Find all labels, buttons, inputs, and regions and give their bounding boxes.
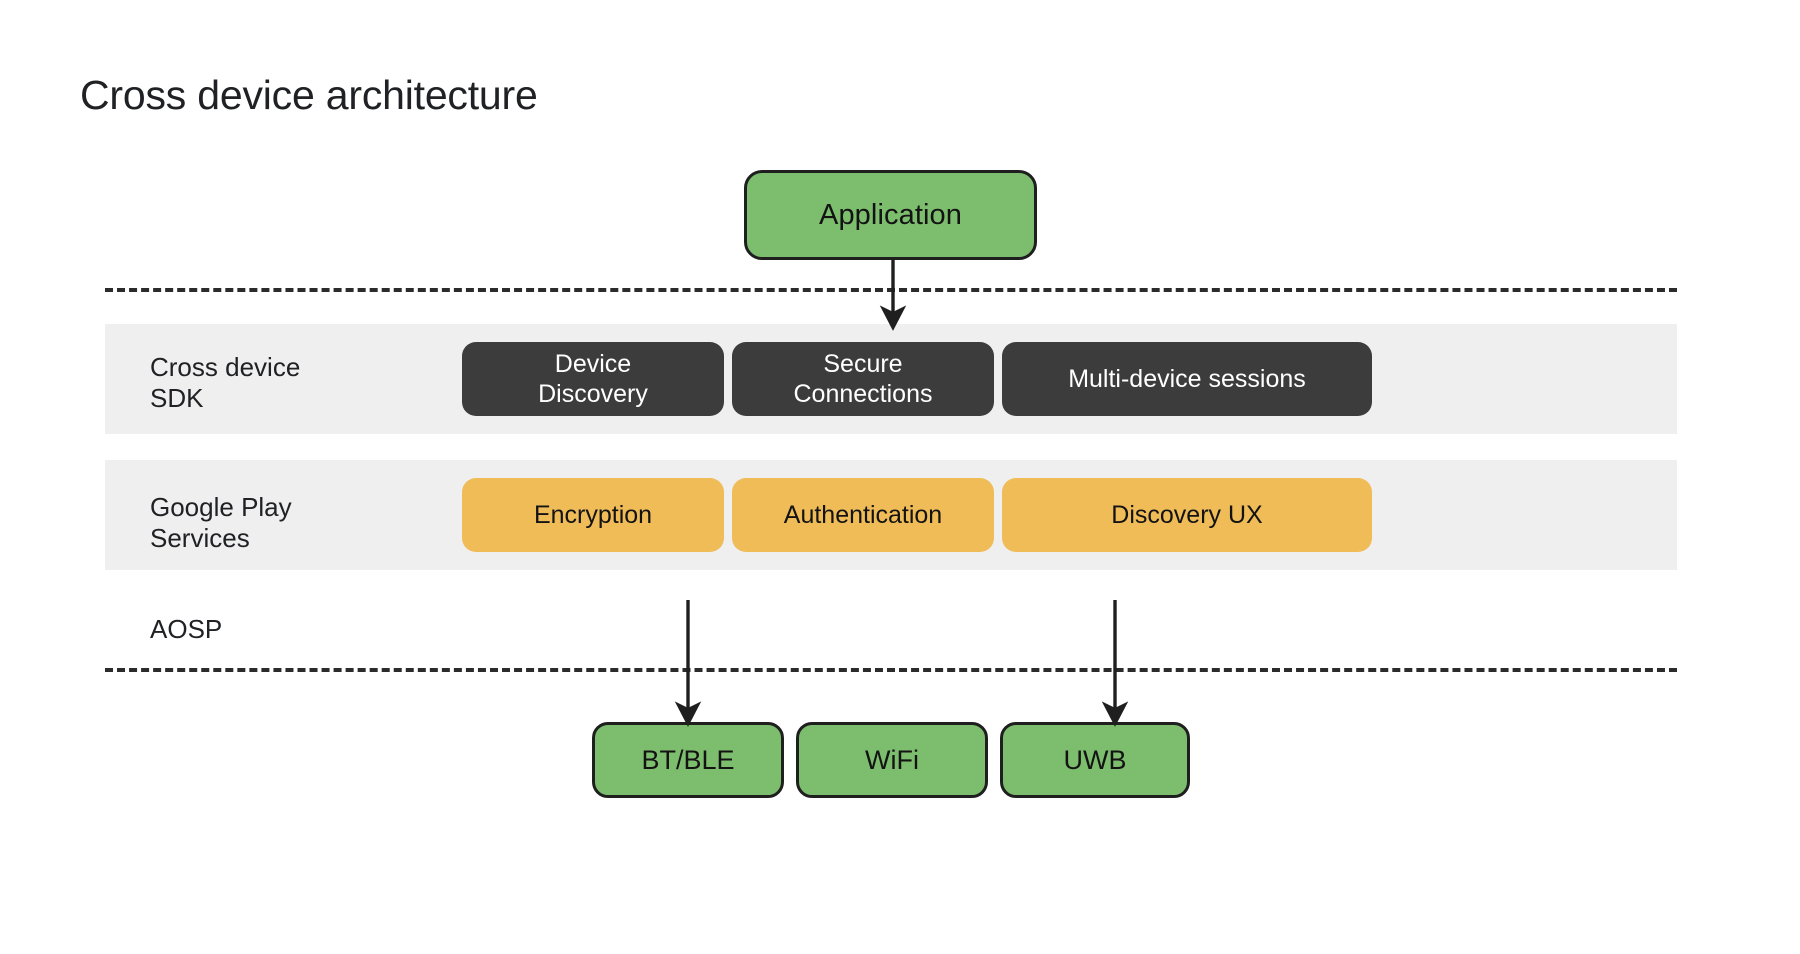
layer-label-aosp: AOSP xyxy=(150,614,223,644)
chip-authentication[interactable]: Authentication xyxy=(732,478,994,552)
node-bt-ble-label: BT/BLE xyxy=(641,744,735,775)
chip-secure-connections-label: Secure Connections xyxy=(793,350,933,408)
layer-label-cross-device-sdk: Cross device SDK xyxy=(150,352,301,413)
chip-row-cross-device-sdk: Device Discovery Secure Connections Mult… xyxy=(462,342,1372,416)
node-wifi-label: WiFi xyxy=(865,744,919,775)
layer-label-google-play-services: Google Play Services xyxy=(150,492,292,553)
chip-authentication-label: Authentication xyxy=(783,501,943,529)
page-title: Cross device architecture xyxy=(80,72,538,118)
dashed-divider-top xyxy=(105,288,1677,292)
radio-node-row: BT/BLE WiFi UWB xyxy=(592,722,1190,798)
node-uwb[interactable]: UWB xyxy=(1000,722,1190,798)
node-application-label: Application xyxy=(819,198,962,231)
chip-device-discovery[interactable]: Device Discovery xyxy=(462,342,724,416)
node-bt-ble[interactable]: BT/BLE xyxy=(592,722,784,798)
chip-secure-connections[interactable]: Secure Connections xyxy=(732,342,994,416)
dashed-divider-bottom xyxy=(105,668,1677,672)
chip-discovery-ux-label: Discovery UX xyxy=(1111,501,1263,529)
chip-discovery-ux[interactable]: Discovery UX xyxy=(1002,478,1372,552)
node-application[interactable]: Application xyxy=(744,170,1037,260)
chip-encryption[interactable]: Encryption xyxy=(462,478,724,552)
chip-multi-device-sessions-label: Multi-device sessions xyxy=(1068,365,1306,393)
chip-row-google-play-services: Encryption Authentication Discovery UX xyxy=(462,478,1372,552)
node-uwb-label: UWB xyxy=(1063,744,1127,775)
chip-encryption-label: Encryption xyxy=(533,501,653,529)
chip-multi-device-sessions[interactable]: Multi-device sessions xyxy=(1002,342,1372,416)
node-wifi[interactable]: WiFi xyxy=(796,722,988,798)
chip-device-discovery-label: Device Discovery xyxy=(538,350,648,408)
